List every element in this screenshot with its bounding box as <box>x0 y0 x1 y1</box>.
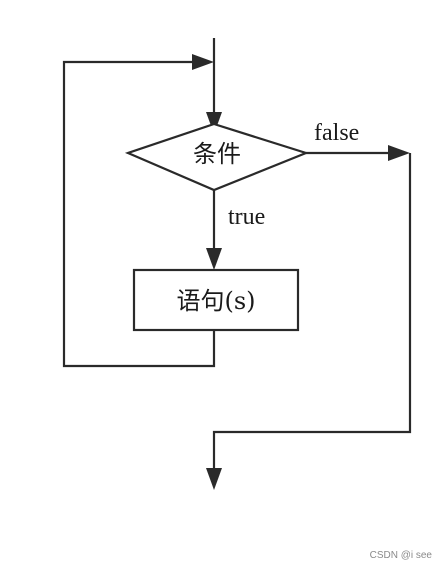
true-edge-label: true <box>228 204 265 230</box>
loop-back-edge <box>62 60 216 368</box>
true-arrowhead <box>206 248 222 270</box>
false-edge-label: false <box>314 120 359 146</box>
watermark: CSDN @i see <box>369 550 432 561</box>
loop-back-arrowhead <box>192 54 214 70</box>
condition-label: 条件 <box>193 140 241 168</box>
exit-edge <box>212 153 412 478</box>
statements-box <box>132 268 300 332</box>
exit-arrowhead <box>206 468 222 490</box>
statements-label: 语句(s) <box>176 287 255 315</box>
false-arrowhead <box>388 145 410 161</box>
